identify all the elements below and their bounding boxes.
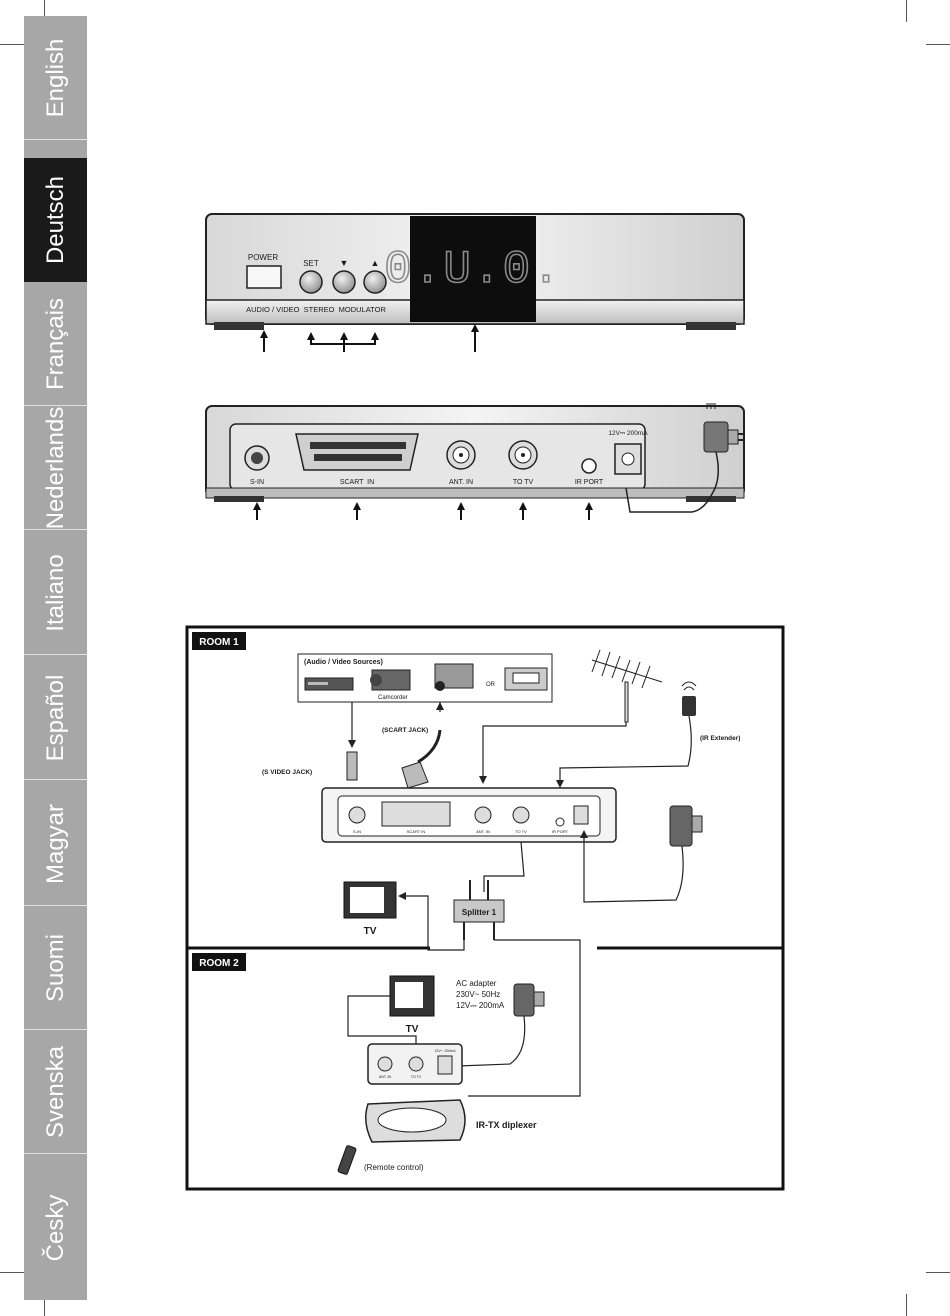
led-display: 0.U.0. bbox=[384, 244, 562, 296]
mini-to-tv-label: TO TV bbox=[515, 829, 527, 834]
led-display-window bbox=[410, 216, 536, 322]
ant-in-label: ANT. IN bbox=[449, 479, 473, 486]
crop-mark bbox=[44, 1294, 45, 1316]
tab-espanol[interactable]: Español bbox=[24, 656, 87, 780]
scart-jack-label: (SCART JACK) bbox=[382, 727, 428, 734]
ac-adapter-title: AC adapter bbox=[456, 979, 497, 988]
set-label: SET bbox=[303, 259, 319, 268]
crop-mark bbox=[926, 44, 950, 45]
tab-italiano[interactable]: Italiano bbox=[24, 531, 87, 655]
scart-plug-icon bbox=[401, 729, 442, 789]
tab-magyar[interactable]: Magyar bbox=[24, 782, 87, 906]
ac-adapter-input: 230V~ 50Hz bbox=[456, 990, 500, 999]
tab-english[interactable]: English bbox=[24, 16, 87, 140]
tab-svenska[interactable]: Svenska bbox=[24, 1030, 87, 1154]
room2-badge bbox=[192, 953, 246, 971]
tv-icon bbox=[343, 881, 397, 919]
camera-icon bbox=[434, 663, 474, 691]
down-button[interactable] bbox=[332, 270, 356, 294]
tab-nederlands[interactable]: Nederlands bbox=[24, 406, 87, 530]
rx-to-tv-label: TO TV bbox=[411, 1075, 422, 1079]
rear-foot bbox=[686, 496, 736, 502]
down-arrow-icon: ▼ bbox=[340, 258, 349, 268]
front-callout-arrows bbox=[263, 328, 476, 352]
rear-callout-arrows bbox=[256, 506, 590, 520]
room1-label: ROOM 1 bbox=[199, 637, 239, 648]
ir-extender-icon bbox=[681, 681, 697, 716]
ir-tx-diplexer-icon bbox=[365, 1099, 466, 1143]
splitter-label: Splitter 1 bbox=[462, 908, 497, 917]
tab-francais[interactable]: Français bbox=[24, 282, 87, 406]
ac-adapter-output: 12V⎓ 200mA bbox=[456, 1001, 505, 1010]
tab-suomi[interactable]: Suomi bbox=[24, 906, 87, 1030]
game-console-icon bbox=[504, 667, 548, 691]
power-adapter-icon bbox=[669, 805, 703, 847]
or-label: OR bbox=[486, 682, 496, 688]
mini-s-in-label: S-IN bbox=[353, 829, 361, 834]
rear-foot bbox=[214, 496, 264, 502]
front-foot bbox=[214, 322, 264, 330]
s-video-plug-icon bbox=[346, 751, 358, 781]
tv1-label: TV bbox=[364, 926, 377, 937]
power-rating-label: 12V⎓ 200mA bbox=[608, 430, 648, 437]
dvd-player-icon bbox=[304, 677, 354, 691]
camcorder-label: Camcorder bbox=[378, 695, 408, 701]
av-sources-label: (Audio / Video Sources) bbox=[304, 659, 383, 666]
crop-mark bbox=[0, 1272, 24, 1273]
room2-label: ROOM 2 bbox=[199, 958, 239, 969]
language-sidebar: English Deutsch Français Nederlands Ital… bbox=[24, 16, 87, 1300]
s-video-jack-label: (S VIDEO JACK) bbox=[262, 769, 312, 776]
crop-mark bbox=[906, 0, 907, 22]
mini-ant-in-label: ANT. IN bbox=[476, 829, 490, 834]
up-arrow-icon: ▲ bbox=[371, 258, 380, 268]
up-button[interactable] bbox=[363, 270, 387, 294]
remote-control-icon bbox=[337, 1145, 357, 1175]
tab-deutsch[interactable]: Deutsch bbox=[24, 158, 87, 282]
tv2-label: TV bbox=[406, 1024, 419, 1035]
mini-ir-port-label: IR PORT bbox=[552, 829, 569, 834]
ir-port[interactable] bbox=[581, 458, 597, 474]
tv-icon bbox=[389, 975, 435, 1017]
front-bottom-label: AUDIO / VIDEO STEREO MODULATOR bbox=[246, 305, 386, 314]
front-foot bbox=[686, 322, 736, 330]
ir-tx-label: IR-TX diplexer bbox=[476, 1120, 537, 1130]
crop-mark bbox=[926, 1272, 950, 1273]
to-tv-label: TO TV bbox=[513, 479, 534, 486]
crop-mark bbox=[906, 1294, 907, 1316]
crop-mark bbox=[44, 0, 45, 22]
camcorder-icon bbox=[370, 669, 411, 691]
scart-port[interactable] bbox=[295, 433, 419, 471]
power-adapter-icon bbox=[513, 983, 545, 1017]
remote-label: (Remote control) bbox=[364, 1163, 424, 1172]
power-cable bbox=[625, 451, 719, 513]
ir-extender-label: (IR Extender) bbox=[700, 735, 740, 742]
rx-ant-in-label: ANT. IN bbox=[379, 1075, 392, 1079]
mini-scart-in-label: SCART IN bbox=[407, 829, 426, 834]
crop-mark bbox=[0, 44, 24, 45]
ir-port-label: IR PORT bbox=[575, 479, 604, 486]
room1-badge bbox=[192, 632, 246, 650]
power-button[interactable] bbox=[246, 265, 282, 289]
set-button[interactable] bbox=[299, 270, 323, 294]
s-in-label: S-IN bbox=[250, 479, 264, 486]
scart-in-label: SCART IN bbox=[340, 479, 374, 486]
rx-power-label: 12V⎓ 200mA bbox=[434, 1049, 456, 1053]
splitter bbox=[453, 899, 505, 923]
power-label: POWER bbox=[248, 253, 278, 262]
